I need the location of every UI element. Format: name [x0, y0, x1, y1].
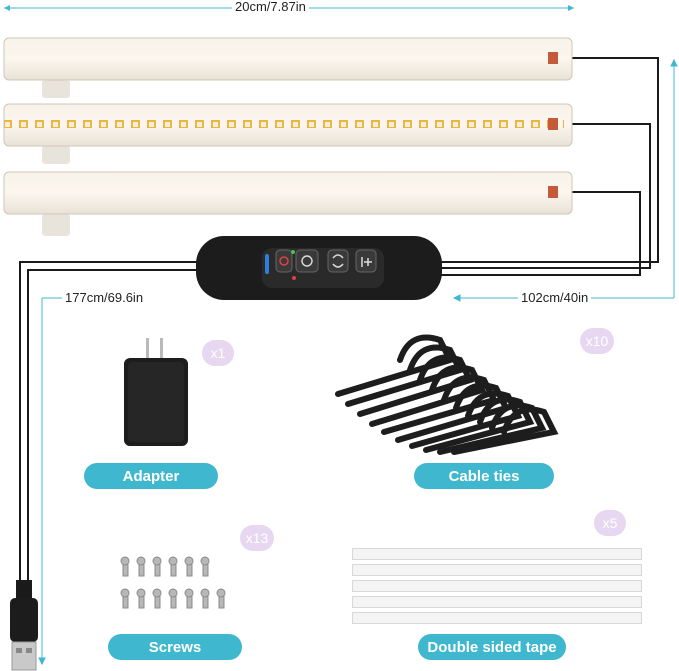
screws-quantity-badge: x13 [240, 525, 274, 551]
adapter-quantity-badge: x1 [202, 340, 234, 366]
cable-ties-label: Cable ties [414, 463, 554, 489]
adapter-image [124, 338, 188, 446]
controller [196, 236, 442, 300]
screws-label: Screws [108, 634, 242, 660]
tape-strip [352, 548, 642, 560]
tape-strip [352, 564, 642, 576]
adapter-label: Adapter [84, 463, 218, 489]
light-bar-3 [3, 171, 573, 236]
tape-strip [352, 596, 642, 608]
cable-ties-quantity-badge: x10 [580, 328, 614, 354]
light-bar-1 [3, 37, 573, 98]
tape-quantity-badge: x5 [594, 510, 626, 536]
cable-to-plug-label: 177cm/69.6in [62, 290, 147, 305]
cable-ties-image [335, 334, 559, 455]
bar-cables [19, 57, 659, 580]
width-label: 20cm/7.87in [232, 0, 309, 14]
tape-strip [352, 612, 642, 624]
tape-label: Double sided tape [418, 634, 566, 660]
tape-strip [352, 580, 642, 592]
cable-to-bars-label: 102cm/40in [518, 290, 592, 305]
screws-image [120, 556, 226, 609]
light-bar-2 [3, 103, 573, 164]
usb-plug [10, 580, 38, 671]
